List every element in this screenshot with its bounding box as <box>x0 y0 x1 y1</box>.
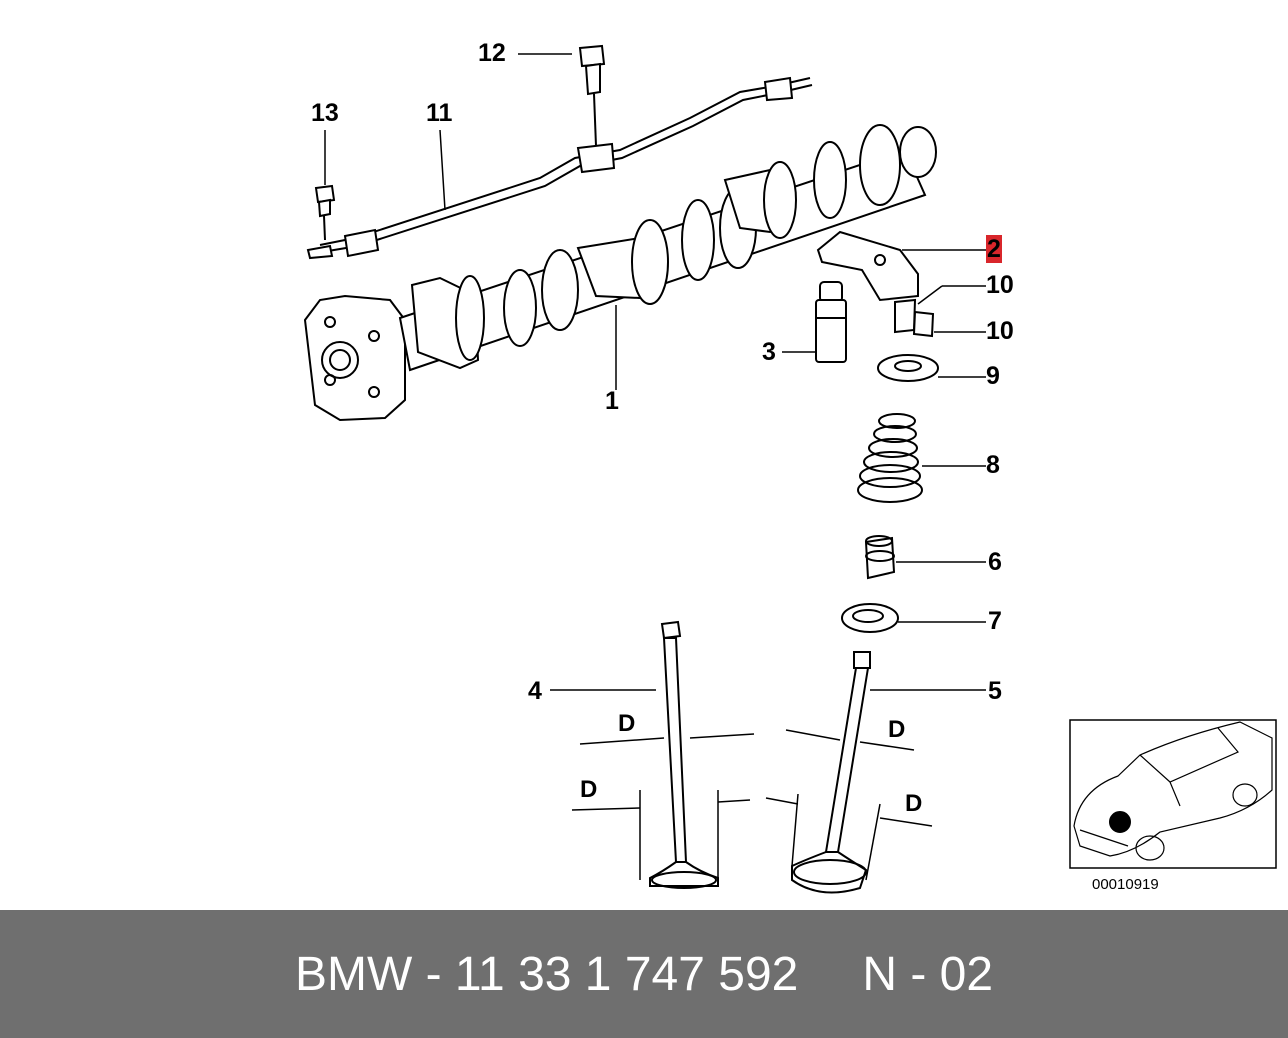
car-inset <box>1069 719 1277 869</box>
callout-1: 1 <box>605 387 619 415</box>
callout-2: 2 <box>986 235 1002 263</box>
callout-9: 9 <box>986 362 1000 390</box>
callout-13: 13 <box>311 99 339 127</box>
leader-lines <box>324 53 986 691</box>
callout-10-upper: 10 <box>986 271 1014 299</box>
callout-5: 5 <box>988 677 1002 705</box>
callout-6: 6 <box>988 548 1002 576</box>
clips <box>894 298 935 338</box>
page-code: N - 02 <box>862 947 994 1001</box>
footer-bar: BMW - 11 33 1 747 592 N - 02 <box>0 910 1288 1038</box>
bolt-12 <box>578 44 606 147</box>
camshaft <box>303 124 937 422</box>
spring-seat <box>841 603 899 633</box>
rocker-arm <box>816 230 919 302</box>
dimension-d-label: D <box>905 790 923 817</box>
inset-reference-code: 00010919 <box>1092 876 1159 893</box>
valve-5 <box>791 651 871 894</box>
dimension-d-label: D <box>580 776 598 803</box>
dimension-lines <box>571 729 933 881</box>
bolt-13 <box>314 184 336 241</box>
parts-diagram <box>303 44 1277 894</box>
callout-8: 8 <box>986 451 1000 479</box>
valve-4 <box>649 620 719 889</box>
callout-3: 3 <box>762 338 776 366</box>
dimension-d-label: D <box>888 716 906 743</box>
dimension-d-label: D <box>618 710 636 737</box>
callout-11: 11 <box>426 99 453 127</box>
part-number: BMW - 11 33 1 747 592 <box>294 947 799 1001</box>
oil-pipe <box>306 76 813 260</box>
callout-7: 7 <box>988 607 1002 635</box>
lifter <box>815 281 847 363</box>
callout-4: 4 <box>528 677 542 705</box>
callout-10-lower: 10 <box>986 317 1014 345</box>
callout-12: 12 <box>478 39 506 67</box>
valve-spring <box>857 413 923 503</box>
stem-seal <box>864 535 896 580</box>
retainer <box>877 354 939 382</box>
